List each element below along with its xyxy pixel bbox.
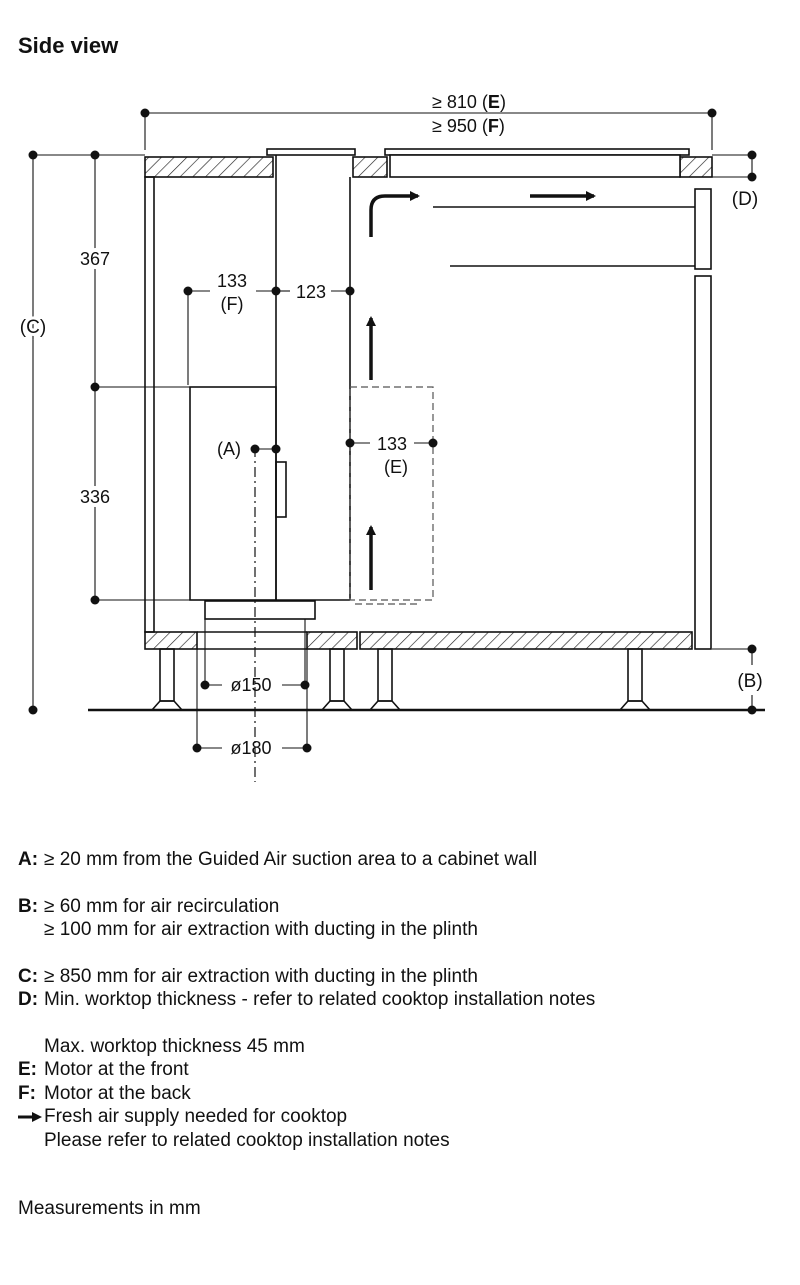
leg-4 xyxy=(627,648,643,702)
filter-plate xyxy=(204,600,316,620)
page-title: Side view xyxy=(18,33,119,58)
drawer-front-top xyxy=(694,188,712,270)
worktop-mid xyxy=(352,156,388,178)
dim-dia-180: ø180 xyxy=(230,738,271,758)
leg-3 xyxy=(377,648,393,702)
dim-width-e: ≥ 810 (E) xyxy=(432,92,506,112)
note-fresh-air: Fresh air supply needed for cooktop Plea… xyxy=(18,1105,788,1152)
cooktop-body xyxy=(389,154,681,178)
dim-133-e-tag: (E) xyxy=(384,457,408,477)
label-b: (B) xyxy=(737,671,762,692)
note-e: E: Motor at the front xyxy=(18,1059,189,1080)
dim-133-f-tag: (F) xyxy=(221,294,244,314)
leg-2 xyxy=(329,648,345,702)
dim-133-f: 133 xyxy=(217,271,247,291)
label-c: (C) xyxy=(20,317,46,338)
base-left xyxy=(144,631,198,650)
side-view-diagram: ≥ 810 (E) ≥ 950 (F) (D) (C) (B) (A) 367 … xyxy=(19,92,765,782)
motor-front-dashed xyxy=(349,386,434,601)
note-b: B: ≥ 60 mm for air recirculation ≥ 100 m… xyxy=(18,895,478,941)
base-right xyxy=(359,631,693,650)
dim-336: 336 xyxy=(80,487,110,507)
extractor-top xyxy=(266,148,356,156)
note-a: A: ≥ 20 mm from the Guided Air suction a… xyxy=(18,849,538,870)
dim-width-f: ≥ 950 (F) xyxy=(432,116,505,136)
dim-dia-150: ø150 xyxy=(230,675,271,695)
cooktop-glass xyxy=(384,148,690,156)
drawer-front xyxy=(694,275,712,650)
base-mid xyxy=(306,631,358,650)
measurements-note: Measurements in mm xyxy=(18,1198,201,1219)
worktop-right xyxy=(679,156,713,178)
dim-367: 367 xyxy=(80,249,110,269)
arrow-right-icon xyxy=(18,1112,42,1122)
legend-notes: A: ≥ 20 mm from the Guided Air suction a… xyxy=(18,848,788,1152)
label-a: (A) xyxy=(217,439,241,459)
worktop-left xyxy=(144,156,274,178)
note-c: C: ≥ 850 mm for air extraction with duct… xyxy=(18,965,478,987)
label-d: (D) xyxy=(732,189,758,210)
cabinet-left-wall xyxy=(144,176,155,633)
leg-1 xyxy=(159,648,175,702)
motor-handle xyxy=(275,461,287,518)
motor-box xyxy=(189,386,277,601)
note-d: D: Min. worktop thickness - refer to rel… xyxy=(18,989,596,1057)
dim-133-e: 133 xyxy=(377,434,407,454)
dim-123: 123 xyxy=(296,282,326,302)
airflow-curved-arrow xyxy=(369,191,420,237)
note-f: F: Motor at the back xyxy=(18,1082,191,1104)
